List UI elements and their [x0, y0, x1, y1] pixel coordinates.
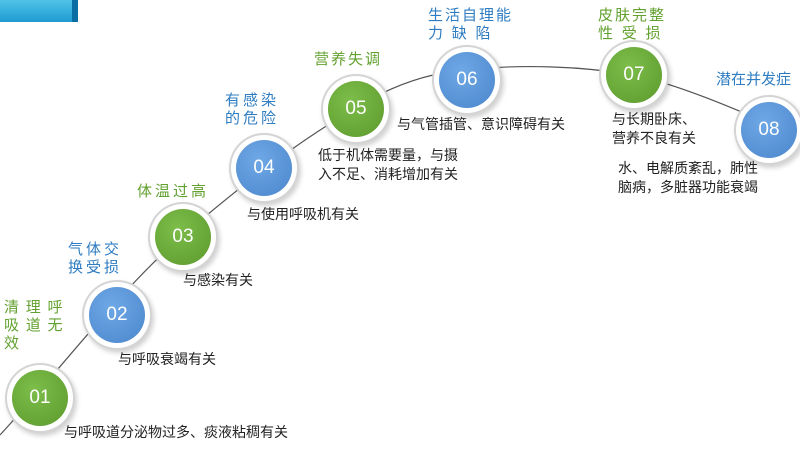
- step-06-circle: 06: [439, 52, 495, 108]
- step-03-title: 体温过高: [137, 182, 209, 200]
- step-01-desc-line: 与呼吸道分泌物过多、痰液粘稠有关: [64, 425, 288, 441]
- step-06-desc-line: 与气管插管、意识障碍有关: [397, 117, 565, 133]
- step-04-desc: 与使用呼吸机有关: [247, 206, 359, 225]
- step-05-number: 05: [345, 98, 367, 119]
- step-04-number: 04: [253, 157, 275, 178]
- step-06-title: 生活自理能 力 缺 陷: [428, 6, 513, 42]
- step-07-desc-line: 与长期卧床、: [612, 112, 696, 128]
- step-08-title: 潜在并发症: [716, 70, 791, 88]
- step-01-title-line: 清 理 呼: [4, 298, 64, 316]
- step-05-desc-line: 低于机体需要量，与摄: [318, 148, 458, 164]
- step-07-desc: 与长期卧床、 营养不良有关: [612, 111, 696, 149]
- step-01-desc: 与呼吸道分泌物过多、痰液粘稠有关: [64, 424, 288, 443]
- step-05-title: 营养失调: [314, 50, 382, 68]
- step-02-desc-line: 与呼吸衰竭有关: [118, 352, 216, 368]
- step-06-desc: 与气管插管、意识障碍有关: [397, 116, 565, 135]
- step-04-title-line: 有感染: [225, 91, 280, 109]
- step-01-circle: 01: [12, 370, 68, 426]
- step-08-number: 08: [758, 119, 780, 140]
- step-04-circle: 04: [236, 140, 292, 196]
- step-02-desc: 与呼吸衰竭有关: [118, 351, 216, 370]
- step-04-title-line: 的危险: [225, 109, 280, 127]
- step-08-desc: 水、电解质紊乱，肺性 脑病，多脏器功能衰竭: [618, 160, 758, 198]
- step-01-title-line: 效: [4, 334, 21, 352]
- step-03-number: 03: [172, 226, 194, 247]
- step-04-title: 有感染 的危险: [225, 91, 279, 127]
- step-05-desc-line: 入不足、消耗增加有关: [318, 167, 458, 183]
- step-02-title-line: 换受损: [68, 258, 123, 276]
- step-08-desc-line: 水、电解质紊乱，肺性: [618, 161, 758, 177]
- step-08-desc-line: 脑病，多脏器功能衰竭: [618, 180, 758, 196]
- step-06-number: 06: [456, 69, 478, 90]
- step-07-title-line: 性 受 损: [598, 24, 663, 42]
- step-07-circle: 07: [606, 47, 662, 103]
- step-06-title-line: 生活自理能: [428, 6, 514, 24]
- step-06-title-line: 力 缺 陷: [428, 24, 493, 42]
- step-02-title-line: 气体交: [68, 240, 123, 258]
- step-05-desc: 低于机体需要量，与摄 入不足、消耗增加有关: [318, 147, 458, 185]
- step-01-number: 01: [29, 387, 51, 408]
- step-01-title: 清 理 呼 吸 道 无 效: [4, 298, 64, 352]
- corner-accent-bar: [0, 0, 78, 22]
- step-03-title-line: 体温过高: [137, 182, 210, 200]
- step-02-title: 气体交 换受损: [68, 240, 122, 276]
- step-07-title-line: 皮肤完整: [598, 6, 667, 24]
- step-08-title-line: 潜在并发症: [716, 70, 792, 88]
- step-08-circle: 08: [741, 102, 797, 158]
- step-05-circle: 05: [328, 81, 384, 137]
- step-03-desc-line: 与感染有关: [183, 273, 253, 289]
- step-01-title-line: 吸 道 无: [4, 316, 64, 334]
- step-03-circle: 03: [155, 209, 211, 265]
- step-05-title-line: 营养失调: [314, 50, 383, 68]
- step-07-number: 07: [623, 64, 645, 85]
- step-02-circle: 02: [89, 287, 145, 343]
- step-07-title: 皮肤完整 性 受 损: [598, 6, 666, 42]
- step-07-desc-line: 营养不良有关: [612, 131, 696, 147]
- step-03-desc: 与感染有关: [183, 272, 253, 291]
- step-04-desc-line: 与使用呼吸机有关: [247, 207, 359, 223]
- step-02-number: 02: [106, 304, 128, 325]
